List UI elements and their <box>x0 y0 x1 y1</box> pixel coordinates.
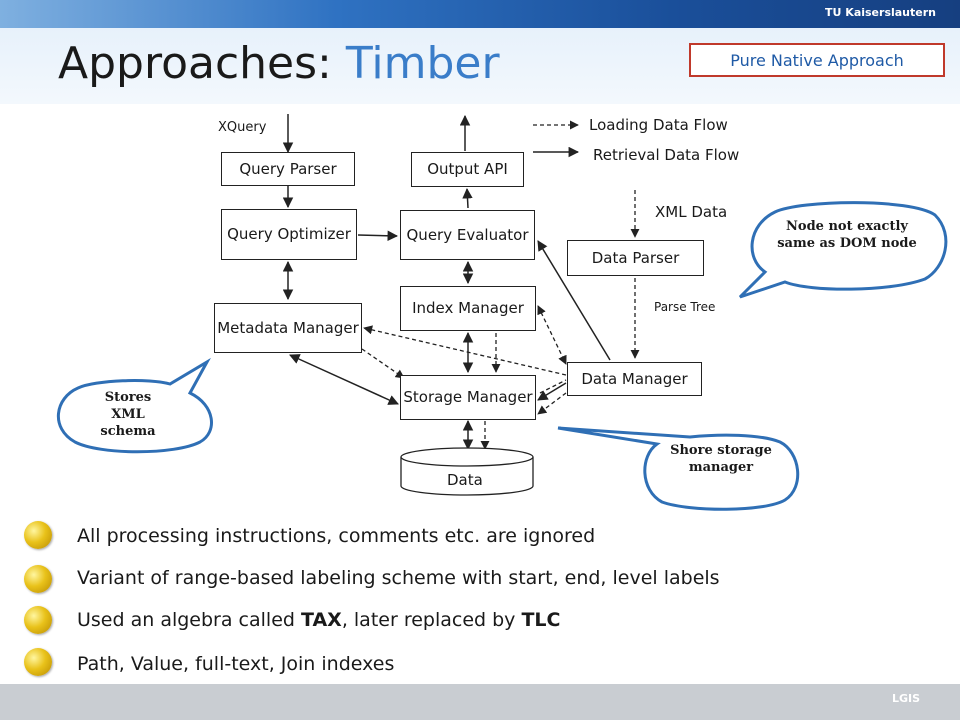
university-label: TU Kaiserslautern <box>825 6 936 19</box>
bubble-shore-text: Shore storage manager <box>670 443 772 475</box>
bullet-icon <box>24 606 52 634</box>
approach-tag: Pure Native Approach <box>689 43 945 77</box>
slide-title: Approaches: Timber <box>58 36 500 92</box>
metadata-storage-arrow <box>289 354 399 405</box>
metadata-storage-dashed <box>361 348 405 379</box>
query-parser-box: Query Parser <box>221 152 355 186</box>
legend-loading-label: Loading Data Flow <box>589 116 728 134</box>
bullet-text-3: Used an algebra called TAX, later replac… <box>77 609 561 631</box>
bullet-text-2: Variant of range-based labeling scheme w… <box>77 567 720 589</box>
datamanager-storage-dashed <box>537 392 567 415</box>
title-main: Approaches: <box>58 38 346 89</box>
bullet-icon <box>24 521 52 549</box>
evaluator-output-arrow <box>462 187 473 209</box>
xquery-label: XQuery <box>218 120 267 135</box>
metadata-manager-box: Metadata Manager <box>214 303 362 353</box>
parse-tree-label: Parse Tree <box>654 300 716 314</box>
bullet-icon <box>24 648 52 676</box>
top-banner <box>0 0 960 28</box>
xml-data-label: XML Data <box>655 203 728 221</box>
query-optimizer-box: Query Optimizer <box>221 209 357 260</box>
bubble-node-text: Node not exactly same as DOM node <box>777 219 917 251</box>
footer-bar <box>0 684 960 720</box>
data-cylinder <box>400 447 534 496</box>
bubble-shore-shape <box>557 426 800 511</box>
footer-label: LGIS <box>891 692 920 705</box>
storage-datamanager-dashed <box>539 379 567 394</box>
evaluator-datamanager-arrow <box>537 240 611 361</box>
datamanager-storage-arrow <box>537 382 567 401</box>
bullet-icon <box>24 565 52 593</box>
data-manager-box: Data Manager <box>567 362 702 396</box>
optimizer-evaluator-arrow <box>357 230 399 242</box>
title-highlight: Timber <box>345 38 500 89</box>
data-store-label: Data <box>447 471 483 489</box>
output-api-box: Output API <box>411 152 524 187</box>
datamanager-metadata-arrow <box>363 325 567 376</box>
data-parser-box: Data Parser <box>567 240 704 276</box>
bullet-text-4: Path, Value, full-text, Join indexes <box>77 653 395 675</box>
bubble-node-shape <box>738 201 948 299</box>
storage-manager-box: Storage Manager <box>400 375 536 420</box>
bubble-schema-text: Stores XML schema <box>100 390 156 439</box>
query-evaluator-box: Query Evaluator <box>400 210 535 260</box>
bullet-text-1: All processing instructions, comments et… <box>77 525 596 547</box>
index-manager-box: Index Manager <box>400 286 536 331</box>
index-datamanager-arrow <box>537 305 567 365</box>
bubble-schema-shape <box>57 357 213 454</box>
legend-retrieval-label: Retrieval Data Flow <box>593 146 740 164</box>
